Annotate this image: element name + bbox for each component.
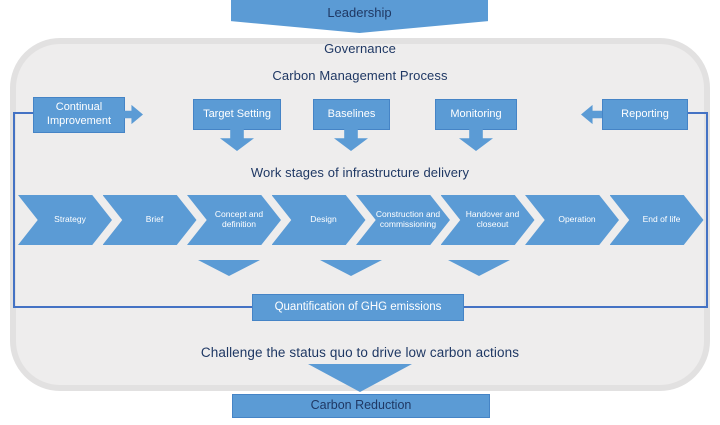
stage-label: Strategy xyxy=(54,214,86,225)
stage-label: Concept and definition xyxy=(214,209,264,229)
stage-label: End of life xyxy=(642,214,681,225)
baselines-label: Baselines xyxy=(327,107,376,120)
reporting-label: Reporting xyxy=(621,107,669,120)
continual-improvement-label: Continual Improvement xyxy=(46,101,112,127)
leadership-banner: Leadership xyxy=(231,0,488,33)
target-setting-label: Target Setting xyxy=(203,107,271,120)
stage-label: Operation xyxy=(558,214,596,225)
stage-chevron-operation: Operation xyxy=(525,195,619,245)
quantification-box: Quantification of GHG emissions xyxy=(252,294,464,321)
connector-left-top xyxy=(13,112,35,114)
carbon-reduction-label: Carbon Reduction xyxy=(310,398,412,413)
baselines-box: Baselines xyxy=(313,99,390,130)
monitoring-label: Monitoring xyxy=(450,107,502,120)
stage-label: Handover and closeout xyxy=(465,209,520,229)
reporting-box: Reporting xyxy=(602,99,688,130)
challenge-statement: Challenge the status quo to drive low ca… xyxy=(200,345,520,360)
page-title: Carbon Management Process xyxy=(272,68,448,83)
stage-label: Construction and commissioning xyxy=(375,209,441,229)
governance-label: Governance xyxy=(324,41,396,56)
stage-label: Brief xyxy=(145,214,164,225)
leadership-label: Leadership xyxy=(327,4,392,20)
target-setting-box: Target Setting xyxy=(193,99,281,130)
continual-improvement-box: Continual Improvement xyxy=(33,97,125,133)
carbon-reduction-box: Carbon Reduction xyxy=(232,394,490,418)
connector-right-bottom xyxy=(464,306,708,308)
connector-left-vertical xyxy=(13,112,15,308)
monitoring-box: Monitoring xyxy=(435,99,517,130)
connector-right-top xyxy=(686,112,708,114)
quantification-label: Quantification of GHG emissions xyxy=(274,301,442,314)
work-stages-title: Work stages of infrastructure delivery xyxy=(250,165,470,180)
connector-left-bottom xyxy=(13,306,252,308)
stage-label: Design xyxy=(310,214,337,225)
connector-right-vertical xyxy=(706,112,708,308)
